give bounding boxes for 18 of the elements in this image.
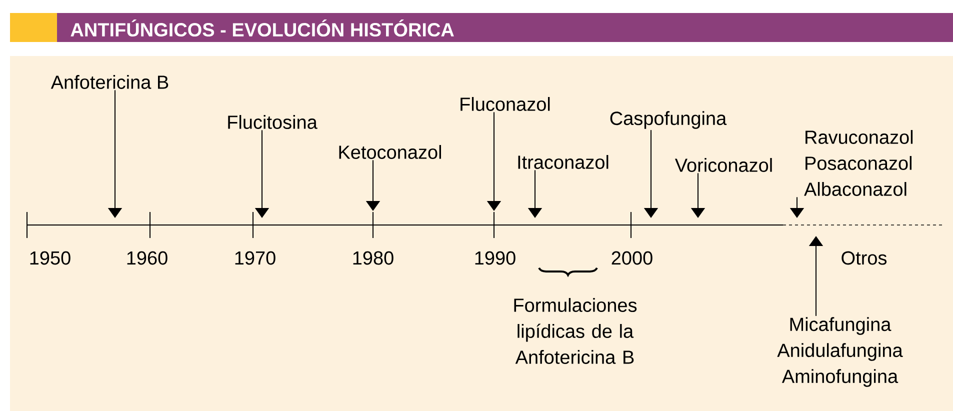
year-label: 1960 xyxy=(127,251,168,265)
drug-label: Flucitosina xyxy=(228,115,318,129)
drug-label: Caspofungina xyxy=(610,111,727,129)
drug-label: Itraconazol xyxy=(518,155,608,169)
year-label: 1990 xyxy=(475,251,516,265)
year-label: 1970 xyxy=(235,251,276,265)
drug-label: Fluconazol xyxy=(460,97,550,111)
drug-label: Ketoconazol xyxy=(339,145,441,159)
year-label: 1980 xyxy=(353,251,394,265)
year-label: 1950 xyxy=(30,251,70,265)
drug-label: Voriconazol xyxy=(674,158,772,172)
title: ANTIFÚNGICOS - EVOLUCIÓN HISTÓRICA xyxy=(70,20,454,36)
drug-label: Micafungina Anidulafungina Aminofungina xyxy=(777,317,903,387)
year-label: 2000 xyxy=(612,251,652,265)
annotation-text: Formulaciones lipídicas de la Anfotericina B xyxy=(514,298,637,364)
annotation-label: Otros xyxy=(842,251,887,265)
drug-label: Anfotericina B xyxy=(50,75,168,89)
drug-label: Ravuconazol Posaconazol Albaconazol xyxy=(804,130,913,196)
